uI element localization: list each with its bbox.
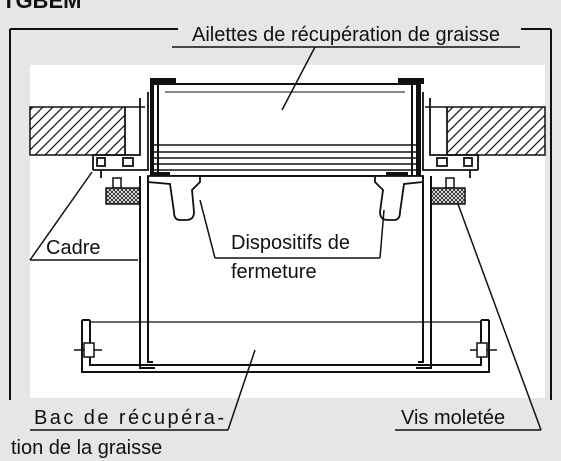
header-fragment: TGBEM — [2, 0, 81, 13]
ceiling-right — [446, 106, 546, 156]
outer-frame — [9, 28, 552, 400]
tray-bolt-left — [74, 342, 102, 358]
label-frame: Cadre — [46, 237, 100, 259]
closing-device-right — [374, 175, 424, 221]
label-tray-line2: tion de la graisse — [11, 437, 162, 459]
label-closures-line2: fermeture — [231, 261, 317, 283]
tray-bolt-right — [470, 342, 497, 358]
frame-profile-right — [422, 92, 479, 178]
grease-fin-filter — [152, 83, 418, 177]
frame-profile-left — [92, 92, 149, 178]
label-closures-line1: Dispositifs de — [231, 232, 350, 254]
leader-lines — [29, 46, 542, 431]
filter-clips — [150, 78, 424, 177]
ceiling-left — [29, 106, 126, 156]
label-tray-line1: Bac de récupéra- — [34, 407, 224, 429]
label-knurled-screw: Vis moletée — [401, 407, 505, 429]
label-fins: Ailettes de récupération de graisse — [192, 24, 500, 46]
closing-device-left — [147, 175, 201, 221]
